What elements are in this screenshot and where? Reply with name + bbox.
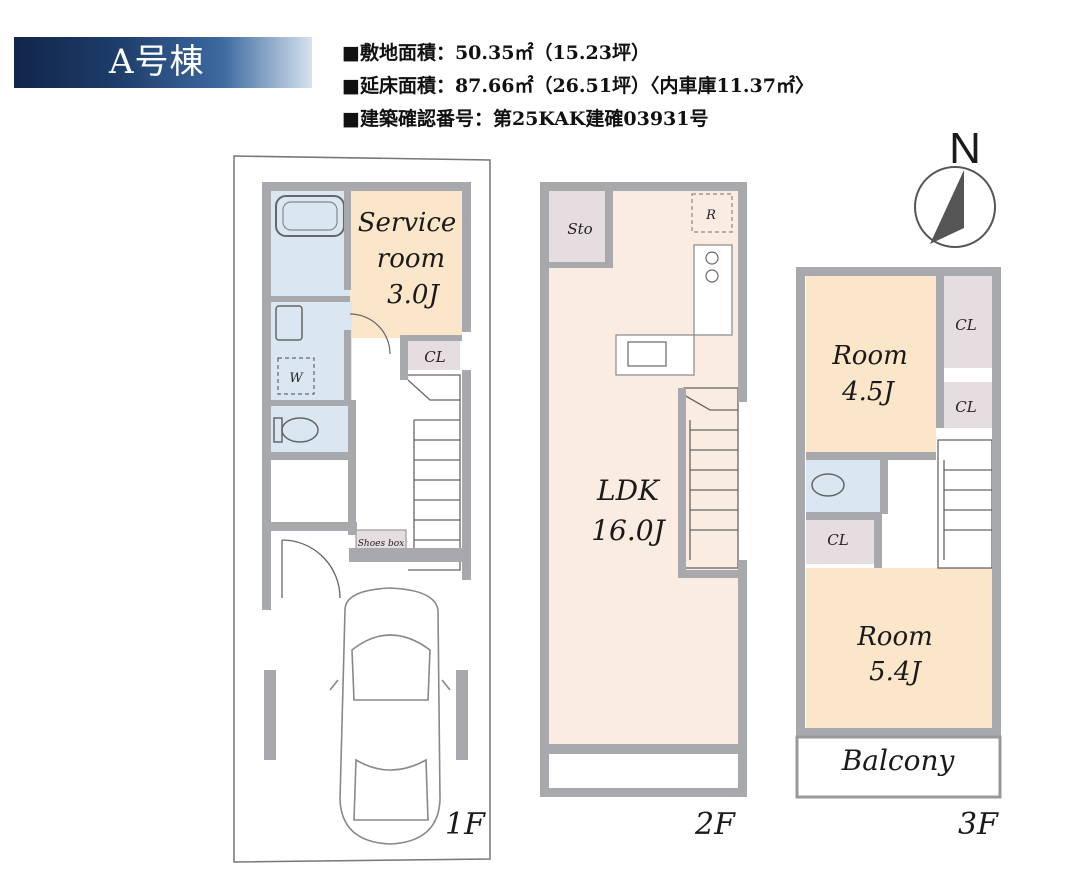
- closet-3f-1-label: CL: [955, 316, 976, 334]
- room-4-5j-label-2: 4.5J: [841, 377, 895, 407]
- walls-3f: [796, 267, 1001, 737]
- room-4-5j-label-1: Room: [831, 341, 908, 371]
- site-boundary: [233, 155, 491, 863]
- closet-3f-2-label: CL: [955, 398, 976, 416]
- floor-3: Balcony Room 4.5J CL CL CL Room 5.4J 3F: [795, 267, 1002, 842]
- room-4-5j: [806, 276, 936, 452]
- toilet-1f: [270, 405, 352, 455]
- closet-1f-label: CL: [424, 348, 445, 366]
- fridge-space: [691, 193, 733, 233]
- floor-1: W Shoes box: [233, 155, 491, 863]
- title-banner: A号棟: [14, 37, 312, 88]
- ldk-label-2: 16.0J: [591, 514, 666, 547]
- room-5-4j: [806, 568, 992, 728]
- site-area-spec: ■敷地面積：50.35㎡（15.23坪）: [342, 42, 650, 64]
- bathroom: [270, 190, 350, 298]
- shoes-box-label: Shoes box: [358, 539, 404, 549]
- stove-burner: [705, 251, 719, 265]
- service-room: [350, 190, 462, 338]
- walls-2f: [540, 182, 747, 797]
- service-room-label-2: room: [377, 244, 445, 274]
- washer-label: W: [289, 371, 304, 386]
- balcony: [795, 735, 1002, 799]
- service-room-door-swing: [349, 313, 391, 355]
- floor-2: Sto R: [540, 182, 747, 842]
- closet-3f-1: [944, 276, 992, 368]
- fridge-label: R: [705, 208, 716, 223]
- building-title: A号棟: [109, 42, 205, 82]
- stairs-1f: [407, 374, 461, 571]
- permit-number-spec: ■建築確認番号：第25KAK建確03931号: [342, 108, 709, 130]
- compass: N: [914, 124, 996, 248]
- compass-north-label: N: [949, 124, 981, 173]
- wash-basin: [275, 305, 303, 341]
- washer-space: [277, 357, 315, 395]
- toilet-3f: [806, 460, 880, 512]
- storage-2f: [548, 190, 610, 262]
- service-room-label-3: 3.0J: [387, 280, 440, 310]
- compass-ring: [914, 166, 996, 248]
- balcony-label: Balcony: [841, 744, 956, 777]
- closet-3f-3: [806, 520, 874, 564]
- ldk-label-1: LDK: [596, 474, 661, 507]
- floor-area-spec: ■延床面積：87.66㎡（26.51坪）〈内車庫11.37㎡〉: [342, 75, 814, 97]
- compass-needle: [930, 170, 964, 244]
- toilet-3f-fixture: [811, 473, 845, 497]
- room-5-4j-label-1: Room: [856, 622, 933, 652]
- car-icon: [329, 587, 451, 845]
- floor-1-label: 1F: [445, 807, 486, 842]
- closet-3f-3-label: CL: [827, 531, 848, 549]
- storage-label: Sto: [567, 220, 592, 238]
- kitchen-sink: [627, 341, 667, 367]
- closet-1f: [408, 340, 460, 370]
- kitchen-counter: [693, 244, 733, 336]
- walls-1f: [262, 182, 471, 760]
- stairs-3f: [937, 439, 993, 569]
- floor-3-label: 3F: [958, 807, 999, 842]
- entrance-door-swing: [281, 539, 341, 599]
- washroom: [270, 300, 352, 400]
- closet-3f-2: [944, 382, 992, 428]
- service-room-label-1: Service: [358, 208, 457, 238]
- room-5-4j-label-2: 5.4J: [869, 657, 922, 687]
- floor-2-label: 2F: [694, 807, 736, 842]
